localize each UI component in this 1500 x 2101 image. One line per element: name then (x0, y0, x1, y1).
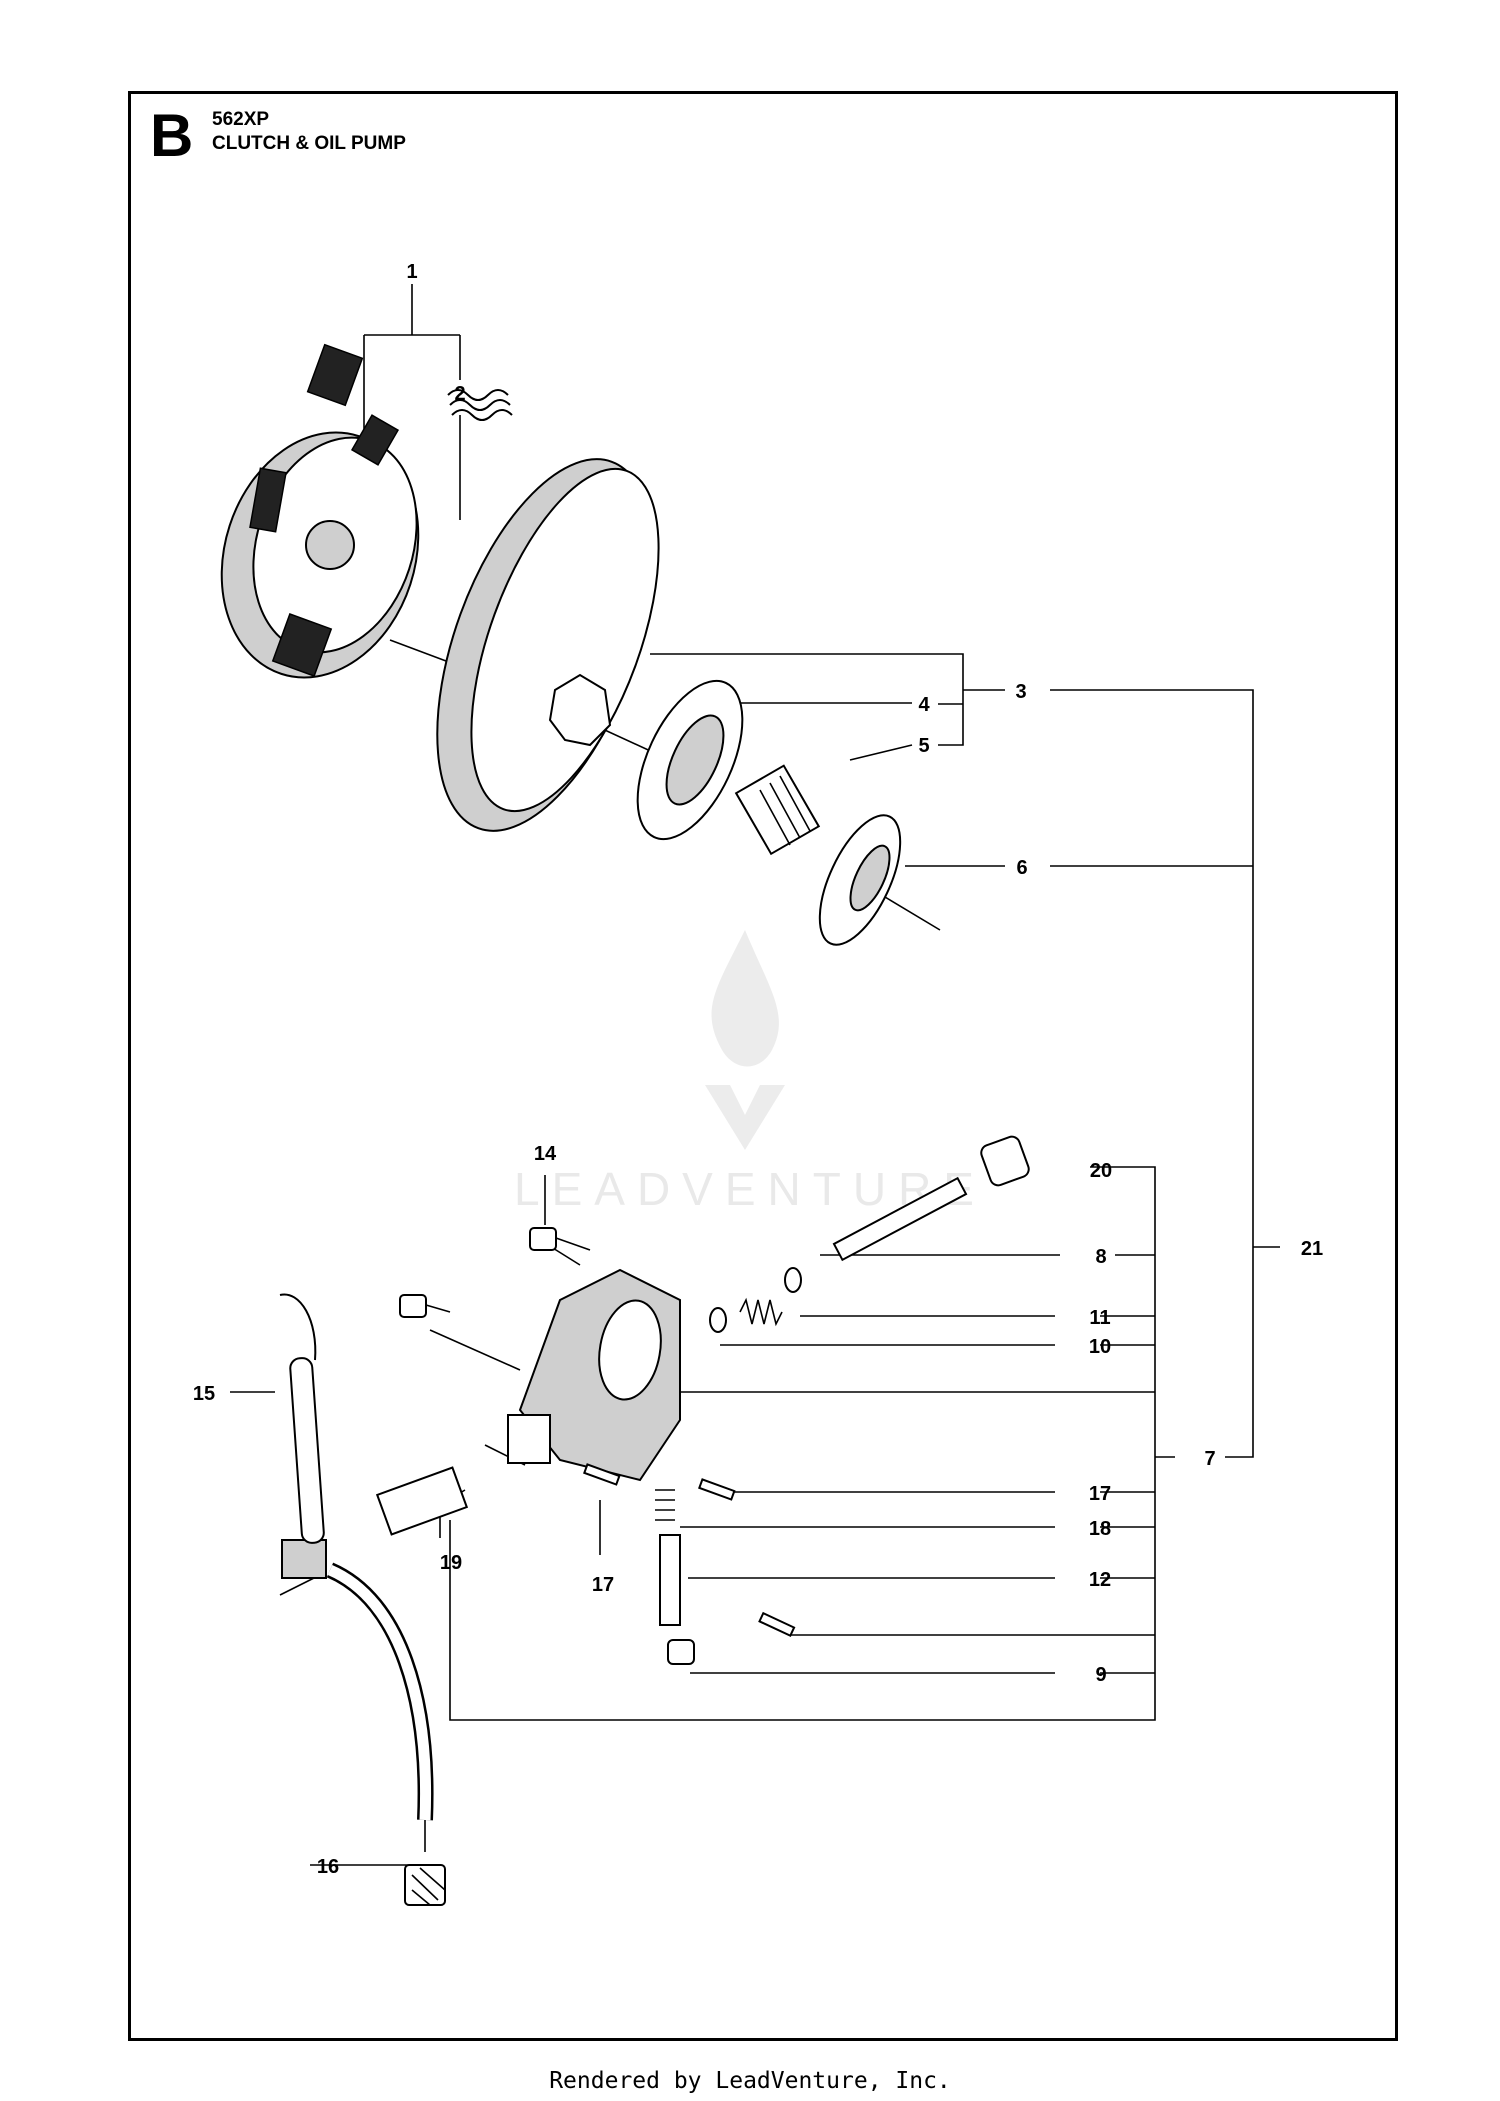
section-title: CLUTCH & OIL PUMP (212, 133, 406, 154)
oil-hose-drawing (279, 1293, 446, 1906)
callout-5: 5 (918, 735, 929, 757)
leader-lines (230, 284, 1280, 1866)
watermark-text: LEADVENTURE (514, 1163, 986, 1215)
callout-3: 3 (1015, 681, 1026, 703)
callout-17-right: 17 (1089, 1483, 1111, 1505)
diagram-frame (128, 91, 1398, 2041)
pump-spring-drawing (709, 1267, 802, 1333)
callout-19: 19 (440, 1552, 462, 1574)
pump-connector-drawing (375, 1466, 469, 1536)
sprocket-rim-drawing (636, 679, 744, 841)
screw-drawing (399, 1227, 591, 1318)
oil-pump-housing-drawing (507, 1268, 681, 1482)
callout-6: 6 (1016, 857, 1027, 879)
callout-2: 2 (454, 383, 465, 405)
callout-20: 20 (1090, 1160, 1112, 1182)
callout-10: 10 (1089, 1336, 1111, 1358)
callout-8: 8 (1095, 1246, 1106, 1268)
model-number: 562XP (212, 109, 270, 130)
pump-piston-drawing (655, 1489, 695, 1665)
callout-4: 4 (918, 694, 930, 716)
clutch-assembly-drawing (220, 343, 420, 679)
callout-labels: 1 2 3 4 5 6 7 8 9 10 11 12 14 15 16 17 1… (193, 261, 1323, 1878)
pump-shaft-drawing (832, 1135, 1030, 1262)
footer-credit: Rendered by LeadVenture, Inc. (549, 2068, 951, 2094)
section-letter: B (150, 102, 194, 169)
clutch-spring-drawing (447, 389, 513, 421)
callout-16: 16 (317, 1856, 339, 1878)
clutch-drum-drawing (436, 458, 660, 832)
callout-11: 11 (1089, 1307, 1110, 1329)
callout-14: 14 (534, 1143, 557, 1165)
callout-18: 18 (1089, 1518, 1111, 1540)
callout-17-bottom: 17 (592, 1574, 614, 1596)
callout-15: 15 (193, 1383, 215, 1405)
callout-1: 1 (406, 261, 417, 283)
pin-drawing (583, 1463, 796, 1638)
washer-drawing (818, 814, 902, 946)
callout-7: 7 (1204, 1448, 1215, 1470)
needle-bearing-drawing (734, 764, 821, 856)
callout-21: 21 (1301, 1238, 1323, 1260)
callout-9: 9 (1095, 1664, 1106, 1686)
callout-12: 12 (1089, 1569, 1111, 1591)
